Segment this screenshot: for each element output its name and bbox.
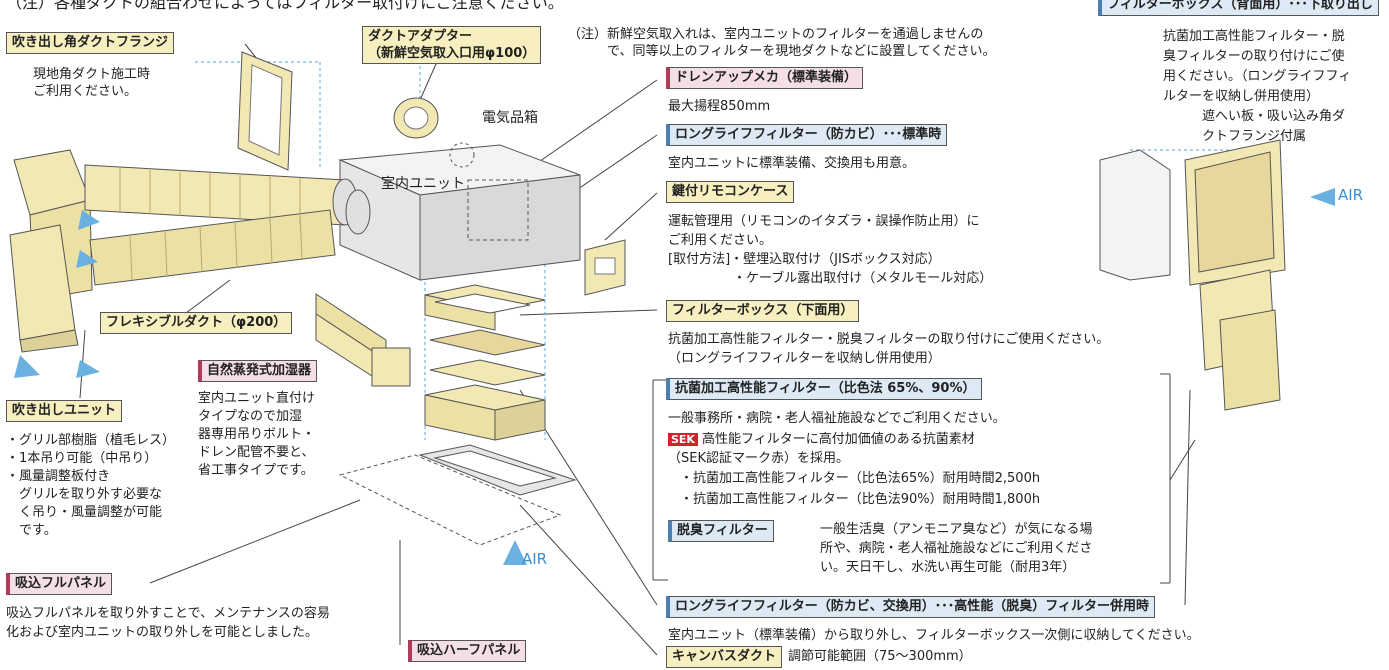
duct-adapter-label: ダクトアダプター （新鮮空気取入口用φ100） [362, 26, 542, 64]
indoor-unit-label: 室内ユニット [381, 176, 465, 192]
remote-case-desc: 運転管理用（リモコンのイタズラ・誤操作防止用）に ご利用ください。 [取付方法]… [668, 214, 993, 286]
longlife-swap-desc: 室内ユニット（標準装備）から取り外し、フィルターボックス一次側に収納してください… [668, 628, 1200, 643]
full-panel-label: 吸込フルパネル [6, 573, 113, 595]
sek-badge: SEK [668, 433, 698, 446]
filter-box-back-label: フィルターボックス（背面用）･･･下取り出し [1098, 0, 1379, 16]
filter-stack-art [418, 284, 577, 496]
humidifier-art [315, 293, 411, 387]
top-note: （注）各種ダクトの組合わせによってはフィルター取付けにご注意ください。 [6, 0, 564, 12]
remote-case-art [584, 239, 626, 296]
airflow-arrows [14, 188, 1335, 565]
filter-box-bottom-label: フィルターボックス（下面用） [666, 300, 860, 322]
outlet-flange-art [237, 51, 293, 171]
outlet-flange-label: 吹き出し角ダクトフランジ [6, 32, 175, 54]
longlife-swap-label: ロングライフフィルター（防カビ、交換用）･･･高性能（脱臭）フィルター併用時 [666, 596, 1155, 618]
flex-duct-label: フレキシブルダクト（φ200） [100, 312, 293, 334]
outlet-unit-art [9, 149, 93, 353]
hepa-desc: 一般事務所・病院・老人福祉施設などでご利用ください。 [668, 411, 1006, 426]
filter-box-bottom-desc: 抗菌加工高性能フィルター・脱臭フィルターの取り付けにご使用ください。 （ロングラ… [668, 332, 1110, 366]
sek-desc: 高性能フィルターに高付加価値のある抗菌素材 （SEK認証マーク赤）を採用。 [668, 432, 975, 466]
filter-box-back-desc: 抗菌加工高性能フィルター・脱 臭フィルターの取り付けにご使 用ください。（ロング… [1163, 29, 1352, 144]
hepa90-line: ・抗菌加工高性能フィルター（比色法90%）耐用時間1,800h [680, 492, 1041, 507]
indoor-unit-art [338, 142, 581, 281]
humidifier-label: 自然蒸発式加湿器 [198, 360, 318, 382]
drain-up-desc: 最大揚程850mm [668, 99, 771, 114]
longlife-std-label: ロングライフフィルター（防カビ）･･･標準時 [666, 124, 948, 146]
hepa65-line: ・抗菌加工高性能フィルター（比色法65%）耐用時間2,500h [680, 471, 1041, 486]
half-panel-label: 吸込ハーフパネル [408, 640, 527, 662]
deodor-desc: 一般生活臭（アンモニア臭など）が気になる場 所や、病院・老人福祉施設などにご利用… [820, 522, 1093, 575]
canvas-duct-label: キャンバスダクト [666, 646, 783, 668]
remote-case-label: 鍵付リモコンケース [666, 181, 795, 203]
longlife-std-desc: 室内ユニットに標準装備、交換用も用意。 [668, 156, 916, 171]
humidifier-desc: 室内ユニット直付け タイプなので加湿 器専用吊りボルト・ ドレン配管不要と、 省… [198, 391, 316, 478]
hepa-label: 抗菌加工高性能フィルター（比色法 65%、90%） [666, 378, 982, 400]
outlet-unit-label: 吹き出しユニット [6, 400, 123, 422]
deodor-label: 脱臭フィルター [668, 520, 774, 542]
air-label-right: AIR [1338, 186, 1364, 204]
filter-box-back-art [1099, 139, 1286, 411]
drain-up-label: ドレンアップメカ（標準装備） [666, 67, 864, 89]
outlet-unit-desc: ・グリル部樹脂（植毛レス） ・1本吊り可能（中吊り） ・風量調整板付き グリルを… [6, 433, 176, 538]
air-label-bottom: AIR [522, 550, 548, 568]
full-panel-desc: 吸込フルパネルを取り外すことで、メンテナンスの容易 化および室内ユニットの取り外… [6, 606, 330, 640]
canvas-duct-desc: 調節可能範囲（75〜300mm） [788, 649, 972, 664]
flex-duct-art [84, 164, 371, 286]
fresh-air-note: （注）新鮮空気取入れは、室内ユニットのフィルターを通過しませんの で、同等以上の… [568, 27, 996, 59]
electrical-box-label: 電気品箱 [482, 110, 538, 126]
outlet-flange-desc: 現地角ダクト施工時 ご利用ください。 [33, 67, 151, 99]
